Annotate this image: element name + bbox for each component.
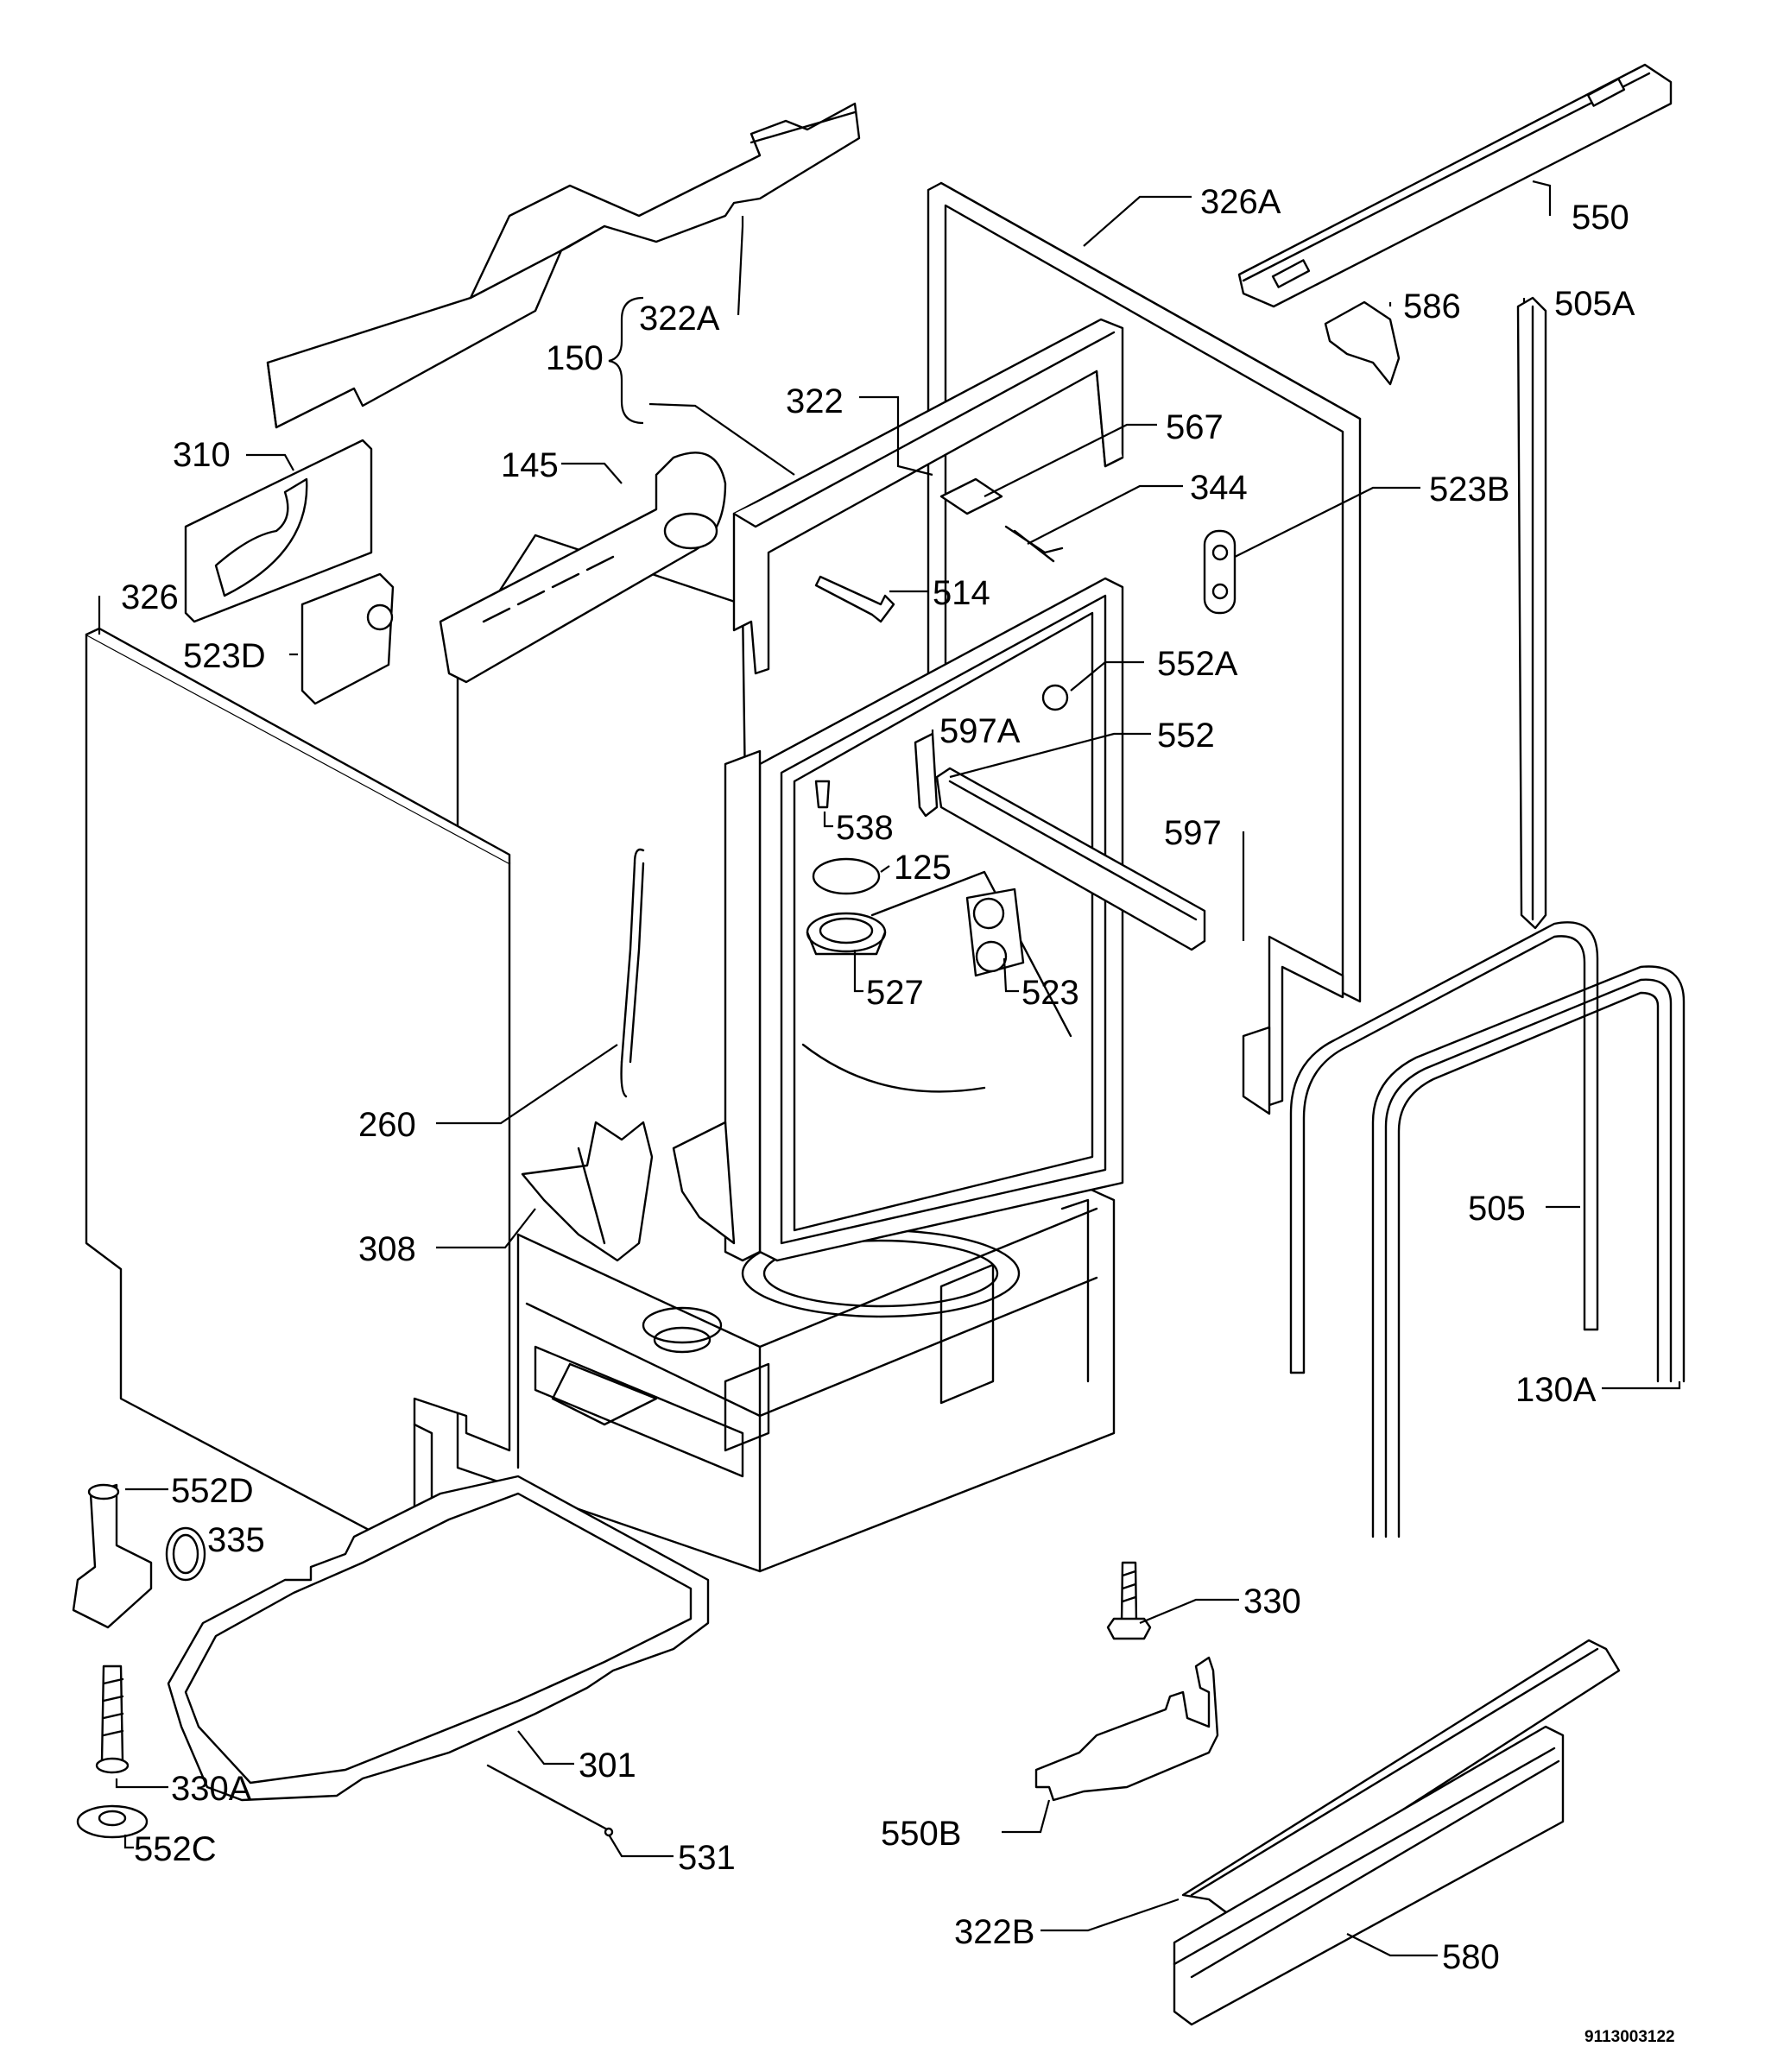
- seal-ring-125: [812, 857, 881, 895]
- label-505: 505: [1468, 1190, 1526, 1228]
- label-301: 301: [579, 1747, 636, 1785]
- label-145: 145: [501, 446, 559, 484]
- label-322a: 322A: [639, 300, 720, 338]
- label-344: 344: [1190, 469, 1248, 507]
- part-labels: 322A 150 322 326A 550 586 505A 567 310 1…: [121, 183, 1675, 2046]
- screw-538: [814, 780, 831, 809]
- side-panel-left-326: [85, 627, 511, 1556]
- top-cover-550: [1237, 63, 1673, 308]
- label-523d: 523D: [183, 637, 266, 675]
- top-rail-322a: [266, 102, 861, 429]
- leveling-screw-330: [1106, 1561, 1152, 1640]
- cover-310: [184, 439, 373, 623]
- spring-clip-344: [1004, 525, 1064, 563]
- label-523: 523: [1022, 974, 1079, 1012]
- label-310: 310: [173, 436, 231, 474]
- foot-552d: [72, 1483, 153, 1629]
- side-panel-right-326a: [927, 181, 1362, 1115]
- clip-567: [939, 477, 1003, 515]
- door-frame: [672, 577, 1124, 1262]
- label-322b: 322B: [954, 1913, 1034, 1951]
- label-326: 326: [121, 578, 179, 616]
- duct-145: [439, 452, 727, 684]
- label-130a: 130A: [1515, 1371, 1597, 1409]
- seal-505: [1289, 921, 1599, 1374]
- label-567: 567: [1166, 408, 1224, 446]
- bracket-550b: [1034, 1656, 1219, 1802]
- cup-552c: [76, 1804, 149, 1839]
- drawing-code: 9113003122: [1584, 2028, 1675, 2046]
- label-125: 125: [894, 849, 952, 887]
- plinth-rail-322b: [1181, 1639, 1621, 1914]
- spring-260: [620, 848, 645, 1098]
- label-597a: 597A: [939, 712, 1021, 750]
- label-260: 260: [358, 1106, 416, 1144]
- label-550b: 550B: [881, 1815, 961, 1853]
- base-tray-301: [167, 1475, 710, 1802]
- label-531: 531: [678, 1839, 736, 1877]
- label-523b: 523B: [1429, 471, 1509, 509]
- label-308: 308: [358, 1230, 416, 1268]
- label-330a: 330A: [171, 1770, 252, 1808]
- label-335: 335: [207, 1521, 265, 1559]
- hinge-308: [521, 1121, 654, 1262]
- label-580: 580: [1442, 1938, 1500, 1976]
- leader-lines: [98, 180, 1681, 1957]
- label-552: 552: [1157, 717, 1215, 755]
- label-514: 514: [933, 574, 990, 612]
- label-326a: 326A: [1200, 183, 1281, 221]
- label-322: 322: [786, 382, 844, 420]
- screw-330a: [95, 1665, 130, 1774]
- label-552a: 552A: [1157, 645, 1238, 683]
- label-597: 597: [1164, 814, 1222, 852]
- label-505a: 505A: [1554, 285, 1635, 323]
- tub-cabinet: [456, 534, 1116, 1573]
- rod-531: [486, 1764, 614, 1837]
- knob-552a: [1041, 684, 1069, 711]
- label-552d: 552D: [171, 1472, 254, 1510]
- label-150: 150: [546, 339, 604, 377]
- gear-335: [165, 1526, 206, 1582]
- top-frame-322: [732, 318, 1124, 675]
- latch-597a: [914, 732, 939, 818]
- label-550: 550: [1572, 199, 1629, 237]
- label-330: 330: [1243, 1582, 1301, 1620]
- seal-strip-505a: [1516, 296, 1547, 930]
- brace-150: [608, 296, 644, 425]
- rail-552: [935, 767, 1206, 951]
- fittings-523: [965, 888, 1025, 977]
- label-586: 586: [1403, 287, 1461, 325]
- bolt-514: [814, 575, 895, 623]
- label-538: 538: [836, 809, 894, 847]
- nut-527: [806, 912, 887, 956]
- label-527: 527: [866, 974, 924, 1012]
- label-552c: 552C: [134, 1830, 217, 1868]
- cover-523d: [300, 572, 395, 705]
- plinth-580: [1173, 1725, 1565, 2026]
- seal-130a: [1371, 965, 1686, 1538]
- bracket-586: [1324, 300, 1401, 386]
- fitting-523b: [1203, 529, 1237, 615]
